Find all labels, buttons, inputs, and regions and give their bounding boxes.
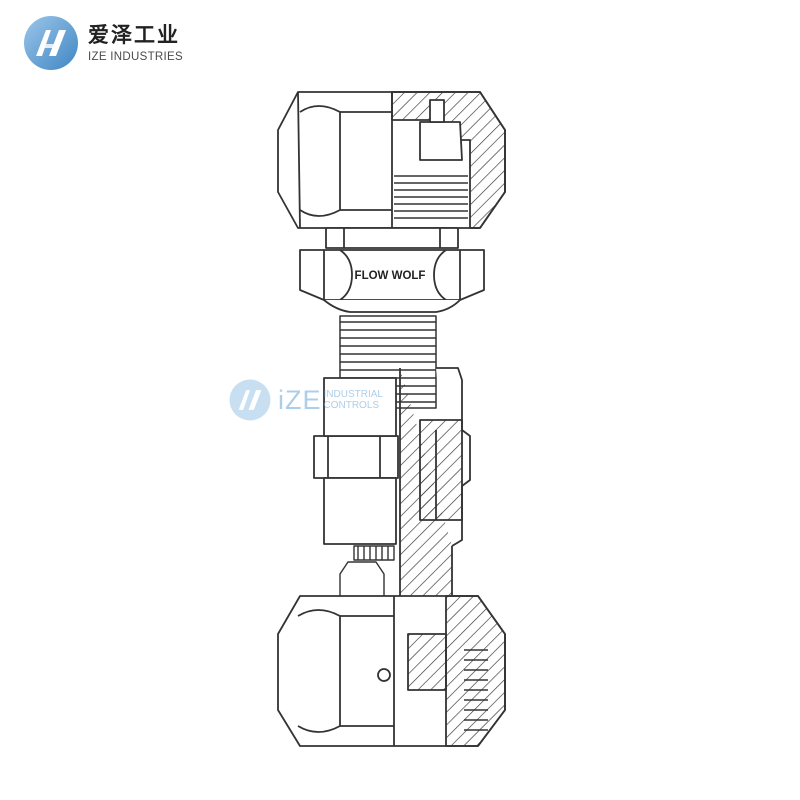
watermark: iZE INDUSTRIAL CONTROLS	[228, 378, 383, 422]
logo-name-cn: 爱泽工业	[88, 23, 180, 47]
logo-name-en: IZE INDUSTRIES	[88, 51, 183, 63]
bottom-hex-nut	[277, 595, 506, 747]
watermark-line1: INDUSTRIAL	[323, 389, 383, 400]
watermark-brand: iZE	[278, 384, 322, 415]
ize-logo-icon	[24, 16, 78, 70]
watermark-logo-icon	[229, 379, 271, 421]
watermark-line2: CONTROLS	[323, 400, 380, 411]
part-label: FLOW WOLF	[355, 270, 426, 282]
middle-hex	[313, 377, 399, 545]
top-hex-nut	[277, 91, 506, 229]
company-logo: 爱泽工业 IZE INDUSTRIES	[22, 14, 183, 72]
body-hex	[299, 249, 485, 313]
